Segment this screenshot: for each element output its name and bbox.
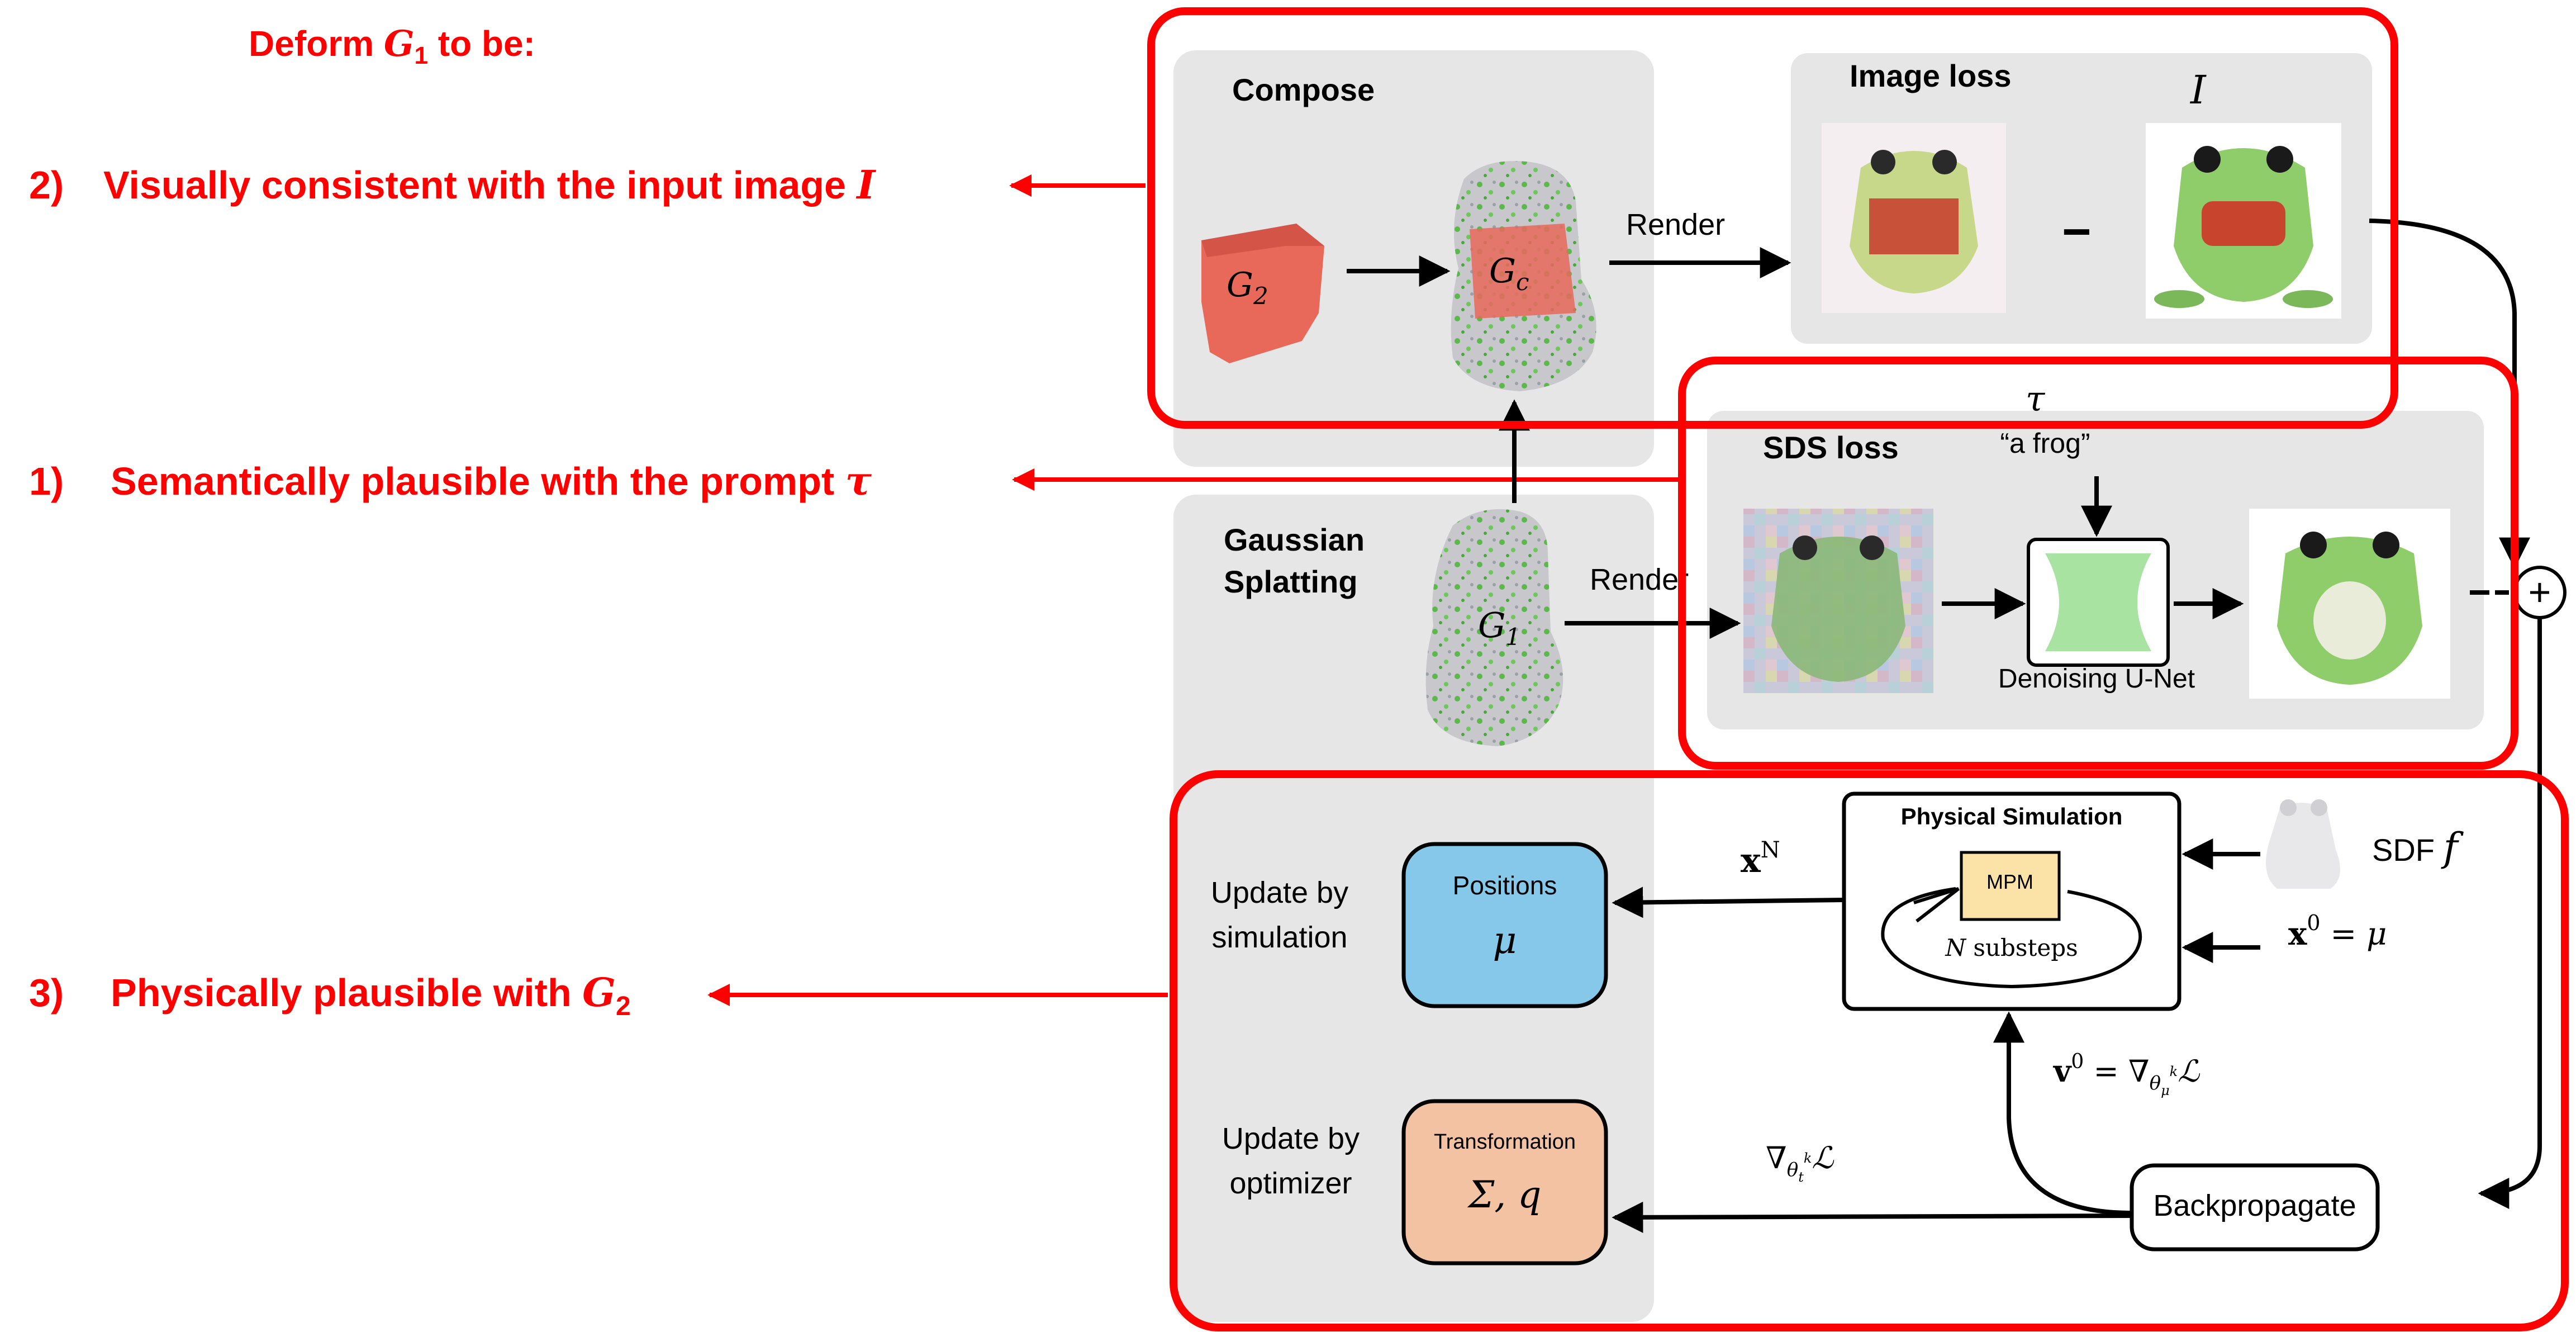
x0-label: x0 = μ (2288, 911, 2387, 952)
mpm-box (1960, 851, 2061, 921)
xN-label: xN (1741, 837, 1780, 880)
compose-title: Compose (1232, 72, 1375, 107)
prompt-text: “a frog” (2000, 428, 2090, 459)
sdf-label: SDF f (2372, 824, 2464, 870)
update-opt-line2: optimizer (1229, 1167, 1352, 1200)
goal-1: 1)Semantically plausible with the prompt… (29, 458, 872, 504)
substep-loop (1881, 887, 2142, 989)
transformation-box: Transformation Σ, q (1401, 1099, 1608, 1265)
denoising-unet (2027, 538, 2170, 667)
gc-frog-splat (1451, 161, 1596, 391)
positions-label: Positions (1453, 871, 1557, 900)
rendered-sketch-image (1822, 123, 2006, 313)
sdf-frog-icon (2266, 799, 2340, 889)
update-opt-line1: Update by (1222, 1122, 1360, 1155)
arrow-backprop-to-sim (1993, 1011, 2132, 1215)
g2-shard (1201, 224, 1324, 363)
transformation-label: Transformation (1434, 1130, 1576, 1154)
prompt-tau: τ (2026, 378, 2046, 419)
substeps-label: N substeps (1945, 934, 2078, 961)
plus-sign: + (2529, 570, 2551, 614)
arrow-imageloss-to-sum (2369, 219, 2530, 569)
gaussian-render-label: Render (1590, 563, 1689, 596)
semantic-frame (1678, 357, 2518, 770)
image-consistency-frame (1147, 7, 2398, 429)
positions-box: Positions μ (1401, 842, 1608, 1008)
update-sim-line2: simulation (1211, 921, 1347, 954)
backprop-label: Backpropagate (2153, 1189, 2356, 1222)
arrow-sim-to-positions (1612, 887, 1845, 918)
goal-2: 2)Visually consistent with the input ima… (29, 162, 876, 208)
arrow-backprop-to-transform (1612, 1201, 2132, 1233)
backpropagate-box: Backpropagate (2130, 1163, 2380, 1252)
input-frog-image (2146, 123, 2341, 319)
denoised-frog-image (2249, 509, 2450, 699)
sim-title: Physical Simulation (1901, 803, 2123, 829)
update-sim-line1: Update by (1211, 876, 1348, 909)
sum-node: + (2513, 566, 2567, 619)
sds-title: SDS loss (1763, 430, 1899, 465)
image-loss-title: Image loss (1850, 58, 2011, 93)
goals-panel: Deform G1 to be: 2)Visually consistent w… (29, 23, 1679, 1021)
g1-frog-splat (1425, 509, 1563, 746)
compose-render-label: Render (1626, 208, 1725, 241)
arrow-sum-to-backprop (2478, 618, 2542, 1209)
gaussian-title-2: Splatting (1224, 564, 1358, 599)
physical-simulation-box: Physical Simulation MPM N substeps (1842, 791, 2181, 1011)
noisy-render-image (1743, 509, 1933, 693)
loop-arrowhead (1913, 887, 1960, 923)
unet-label: Denoising U-Net (1998, 664, 2195, 694)
input-image-label: I (2189, 67, 2207, 113)
grad-t-label: ∇θtkℒ (1766, 1140, 1834, 1185)
g1-label: G1 (1478, 605, 1520, 651)
minus-sign: − (2062, 204, 2092, 260)
goal-3: 3)Physically plausible with G2 (29, 969, 631, 1021)
goals-header: Deform G1 to be: (249, 23, 535, 69)
v0-label: v0 = ∇θμkℒ (2053, 1050, 2200, 1098)
g2-label: G2 (1227, 266, 1268, 310)
mpm-label: MPM (1986, 870, 2033, 893)
physics-frame (1170, 770, 2569, 1331)
gc-label: Gc (1489, 252, 1529, 296)
positions-var: μ (1493, 919, 1517, 962)
transformation-var: Σ, q (1467, 1173, 1542, 1216)
gaussian-title-1: Gaussian (1224, 522, 1365, 557)
